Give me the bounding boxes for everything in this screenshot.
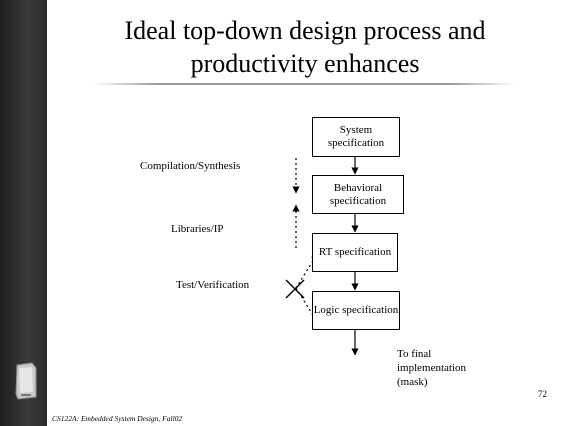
logic-specification-box: Logic specification [312,291,400,330]
left-sidebar-band [0,0,47,426]
rt-specification-box: RT specification [312,233,398,272]
left-band-shade [0,0,47,426]
system-specification-label: System specification [327,124,385,149]
test-verification-label: Test/Verification [176,279,250,291]
final-implementation-text: To final implementation (mask) [397,348,467,388]
system-specification-box: System specification [312,117,400,157]
libraries-ip-label: Libraries/IP [171,223,224,235]
slide-title: Ideal top-down design process and produc… [124,16,486,78]
final-implementation-label: To final implementation (mask) [397,347,477,389]
page-number: 72 [538,389,547,399]
logic-specification-label: Logic specification [313,304,399,316]
rt-specification-label: RT specification [318,246,392,258]
behavioral-specification-label: Behavioral specification [329,181,387,207]
verification-x-mark-b [285,279,305,299]
memory-chip-icon [15,362,37,400]
title-underline [94,83,514,85]
compilation-synthesis-label: Compilation/Synthesis [140,160,241,172]
footer-course-label: CS122A: Embedded System Design, Fall02 [52,414,183,423]
behavioral-specification-box: Behavioral specification [312,175,404,214]
